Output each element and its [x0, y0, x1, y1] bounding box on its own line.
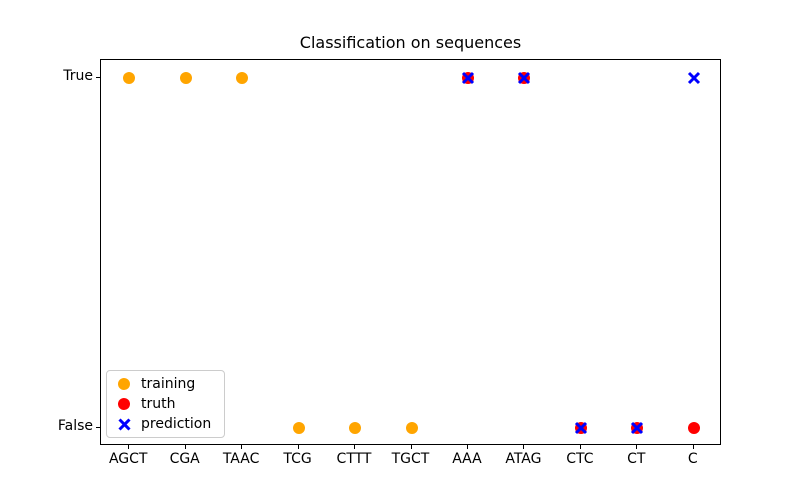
- x-tick-label-TCG: TCG: [283, 451, 312, 467]
- x-tick-C: [692, 445, 694, 449]
- truth-marker-icon: [107, 398, 141, 410]
- x-tick-label-TAAC: TAAC: [222, 451, 260, 467]
- x-tick-AAA: [466, 445, 468, 449]
- marker-training-TAAC: [236, 71, 249, 84]
- x-tick-label-AGCT: AGCT: [108, 451, 148, 467]
- x-tick-TGCT: [410, 445, 412, 449]
- x-tick-CTTT: [354, 445, 356, 449]
- x-tick-CTC: [579, 445, 581, 449]
- legend-label-truth: truth: [141, 395, 176, 412]
- marker-training-CTTT: [349, 422, 362, 435]
- y-tick-label-true: True: [63, 67, 93, 84]
- marker-training-TCG: [292, 422, 305, 435]
- marker-training-CGA: [179, 71, 192, 84]
- marker-training-TGCT: [405, 422, 418, 435]
- x-tick-label-C: C: [687, 451, 698, 467]
- marker-prediction-C: [687, 71, 700, 84]
- training-marker-icon: [107, 378, 141, 390]
- marker-prediction-AAA: [461, 71, 475, 84]
- x-tick-TCG: [297, 445, 299, 449]
- y-tick-label-false: False: [57, 418, 93, 435]
- x-tick-CT: [636, 445, 638, 449]
- x-tick-TAAC: [241, 445, 243, 449]
- legend: training truth prediction: [106, 370, 225, 438]
- marker-truth-C: [687, 422, 700, 435]
- legend-row-training: training: [107, 374, 224, 394]
- marker-prediction-ATAG: [518, 71, 531, 84]
- legend-row-truth: truth: [107, 394, 224, 414]
- legend-label-training: training: [141, 375, 196, 392]
- legend-row-prediction: prediction: [107, 414, 224, 434]
- x-tick-label-CTTT: CTTT: [336, 451, 372, 467]
- x-tick-label-CGA: CGA: [169, 451, 200, 467]
- marker-training-AGCT: [123, 71, 136, 84]
- legend-label-prediction: prediction: [141, 415, 212, 432]
- marker-prediction-CT: [631, 422, 644, 435]
- x-tick-label-CT: CT: [627, 451, 646, 467]
- x-tick-AGCT: [128, 445, 130, 449]
- y-tick-false: [96, 427, 100, 429]
- x-tick-label-AAA: AAA: [452, 451, 482, 467]
- y-tick-true: [96, 76, 100, 78]
- x-tick-label-TGCT: TGCT: [391, 451, 430, 467]
- x-tick-label-CTC: CTC: [566, 451, 594, 467]
- x-tick-ATAG: [523, 445, 525, 449]
- chart-title: Classification on sequences: [299, 33, 522, 52]
- marker-prediction-CTC: [574, 422, 587, 435]
- x-tick-CGA: [184, 445, 186, 449]
- x-tick-label-ATAG: ATAG: [505, 451, 542, 467]
- prediction-marker-icon: [107, 417, 141, 432]
